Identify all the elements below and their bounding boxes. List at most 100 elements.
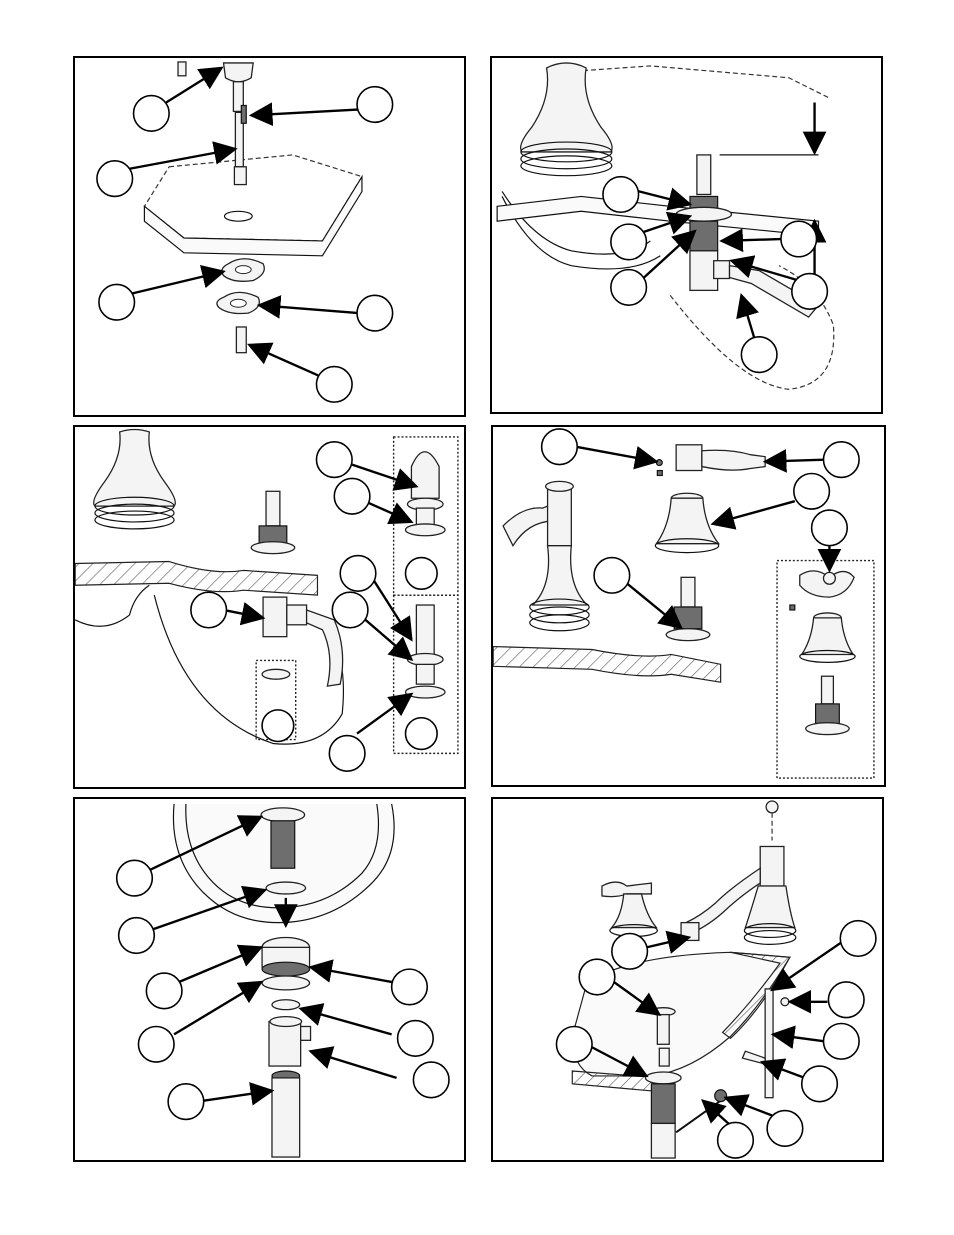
leader-6 bbox=[249, 345, 320, 377]
callout-circle bbox=[262, 710, 294, 742]
callout-circle bbox=[741, 337, 777, 373]
leader-6 bbox=[741, 295, 754, 338]
countertop-section bbox=[493, 647, 720, 683]
cross-handle bbox=[790, 571, 854, 610]
leader-1 bbox=[576, 447, 656, 462]
callout-circle bbox=[823, 442, 859, 478]
callout-circle bbox=[828, 982, 864, 1018]
callout-circle bbox=[718, 1122, 754, 1158]
leader-4 bbox=[722, 239, 784, 241]
callout-circle bbox=[612, 934, 648, 970]
leader-3 bbox=[639, 231, 695, 282]
countertop-section bbox=[75, 562, 317, 596]
callout-circle bbox=[334, 478, 370, 514]
callout-circle bbox=[405, 718, 437, 750]
callout-circle bbox=[542, 429, 578, 465]
panel-3-illustration bbox=[75, 427, 464, 787]
callout-circle bbox=[603, 177, 639, 213]
leader-5 bbox=[627, 583, 681, 628]
callout-circle bbox=[191, 592, 227, 628]
callout-circle bbox=[134, 96, 170, 132]
callout-circle bbox=[329, 736, 365, 772]
valve-cartridge bbox=[666, 577, 710, 640]
leader-4 bbox=[174, 982, 261, 1034]
callout-circle bbox=[413, 1062, 449, 1098]
leader-5 bbox=[773, 1034, 824, 1041]
leader-8 bbox=[726, 1098, 772, 1116]
adapter-parts-lower bbox=[405, 605, 445, 698]
panel-2-valve-mounting bbox=[490, 56, 883, 414]
inset-washer bbox=[262, 669, 290, 679]
callout-circle bbox=[316, 367, 352, 403]
callout-circle bbox=[316, 442, 352, 478]
callout-circle bbox=[117, 860, 153, 896]
leader-1 bbox=[166, 68, 221, 103]
callout-circle bbox=[823, 1024, 859, 1060]
callout-circle bbox=[357, 87, 393, 123]
panel-2-illustration bbox=[492, 58, 881, 412]
leader-6 bbox=[301, 1009, 392, 1035]
drain-body bbox=[645, 1072, 681, 1158]
leader-2 bbox=[251, 109, 360, 115]
escutcheon-bell bbox=[655, 493, 718, 552]
leader-7 bbox=[311, 1051, 397, 1078]
faucet-spout-widespread bbox=[681, 801, 796, 944]
leader-5 bbox=[311, 967, 392, 982]
callout-circle bbox=[392, 969, 428, 1005]
callout-circle bbox=[405, 558, 437, 590]
panel-1-illustration bbox=[75, 58, 464, 415]
leader-8 bbox=[204, 1091, 272, 1101]
callout-circle bbox=[340, 556, 376, 592]
callout-circle bbox=[802, 1066, 838, 1102]
left-lever-handle bbox=[602, 882, 657, 936]
faucet-spout bbox=[503, 481, 589, 630]
leader-1 bbox=[224, 610, 264, 618]
adapter-parts-upper bbox=[405, 452, 445, 536]
callout-circle bbox=[357, 295, 393, 331]
callout-circle bbox=[556, 1026, 592, 1062]
countertop-slab bbox=[497, 196, 818, 236]
inset-cartridge bbox=[806, 676, 850, 734]
leader-3 bbox=[130, 149, 236, 169]
callout-circle bbox=[794, 473, 830, 509]
callout-circle bbox=[97, 161, 133, 197]
callout-circle bbox=[168, 1084, 204, 1120]
panel-4-handle-install bbox=[491, 425, 886, 787]
leader-5 bbox=[259, 305, 360, 313]
faucet-base bbox=[178, 62, 253, 185]
leader-1 bbox=[636, 191, 690, 205]
callout-circle bbox=[611, 270, 647, 306]
callout-circle bbox=[398, 1021, 434, 1057]
leader-3 bbox=[179, 947, 261, 982]
leader-2 bbox=[765, 460, 824, 462]
inset-escutcheon bbox=[800, 613, 855, 662]
callout-circle bbox=[792, 274, 828, 310]
callout-circle bbox=[767, 1111, 803, 1147]
leader-4 bbox=[133, 272, 224, 294]
callout-circle bbox=[611, 224, 647, 260]
valve-cartridge bbox=[251, 491, 295, 553]
faucet-base-bell bbox=[521, 63, 612, 176]
callout-circle bbox=[119, 918, 155, 954]
leader-2 bbox=[646, 937, 689, 947]
leader-5 bbox=[362, 617, 411, 660]
panel-6-pop-up-linkage bbox=[491, 797, 884, 1162]
horseshoe-clips bbox=[217, 259, 264, 353]
callout-circle bbox=[146, 973, 182, 1009]
faucet-base-bell bbox=[94, 429, 176, 528]
countertop-edge bbox=[552, 66, 829, 98]
drain-body bbox=[262, 937, 310, 1157]
callout-circle bbox=[840, 921, 876, 957]
panel-5-illustration bbox=[75, 799, 464, 1160]
panel-3-valve-connection bbox=[73, 425, 466, 789]
callout-circle bbox=[812, 510, 848, 546]
lever-handle bbox=[656, 445, 765, 476]
leader-6 bbox=[357, 694, 411, 734]
panel-5-drain-assembly bbox=[73, 797, 466, 1162]
callout-circle bbox=[138, 1026, 174, 1062]
callout-circle bbox=[332, 592, 368, 628]
callout-circle bbox=[781, 221, 817, 257]
callout-circle bbox=[579, 959, 615, 995]
panel-6-illustration bbox=[493, 799, 882, 1160]
sink-outline bbox=[75, 585, 149, 626]
